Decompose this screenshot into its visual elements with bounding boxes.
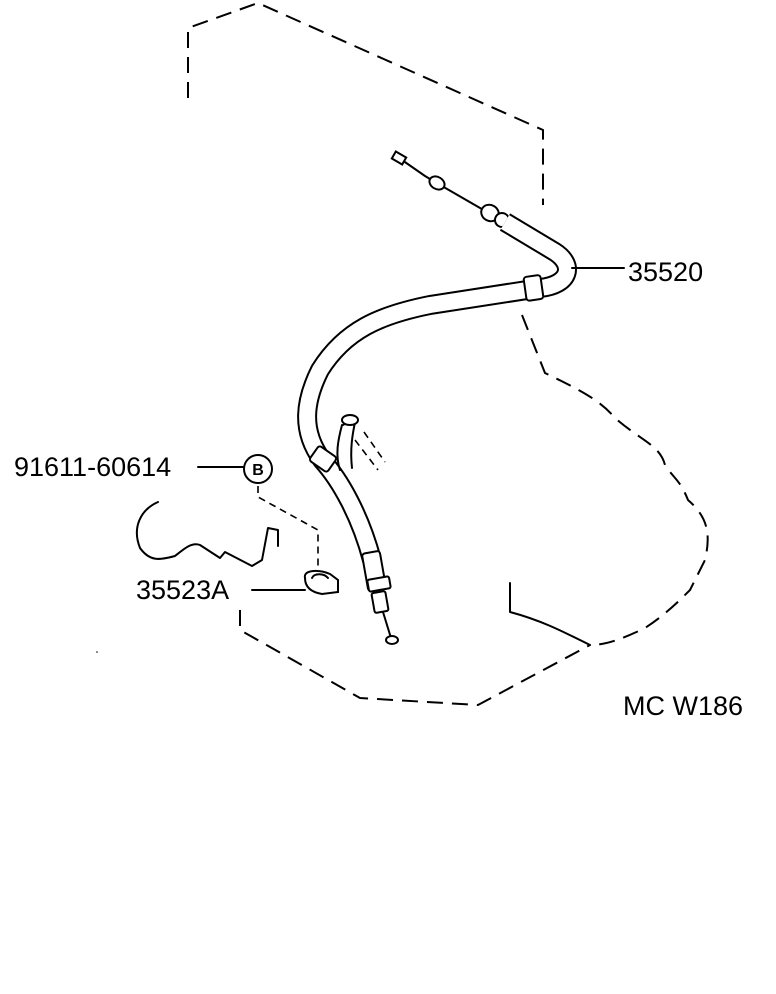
bolt-marker-circle <box>243 454 273 484</box>
lower-body-outline <box>239 610 591 707</box>
part-label-35520: 35520 <box>628 257 703 287</box>
stray-dot <box>96 651 98 653</box>
cable-end-fitting <box>390 150 408 166</box>
clamp-bracket-top <box>341 414 359 426</box>
cable-bottom-end <box>385 635 399 645</box>
clamp-bracket-hatch <box>354 431 386 471</box>
cable-sheath-core <box>299 215 575 563</box>
cable-lower-collar <box>370 590 390 614</box>
upper-body-outline <box>187 1 544 205</box>
cable-band-upper <box>522 274 545 302</box>
mount-bracket-outline <box>135 501 279 567</box>
bolt-to-clamp-dashed-line <box>257 486 319 572</box>
clamp-35523A-hole <box>311 573 329 579</box>
cable-band-middle <box>309 445 337 473</box>
part-label-35523A: 35523A <box>136 575 229 605</box>
transmission-case-outline <box>521 314 709 646</box>
cable-lower-nut <box>366 575 392 593</box>
figure-code: MC W186 <box>623 691 743 721</box>
cable-inner-wire-bottom <box>382 611 392 639</box>
case-lower-edge <box>509 582 591 646</box>
clamp-bracket <box>336 417 357 471</box>
cable-nut-1 <box>428 175 446 191</box>
bolt-marker-letter: B <box>252 462 264 479</box>
part-label-91611-60614: 91611-60614 <box>14 452 171 482</box>
